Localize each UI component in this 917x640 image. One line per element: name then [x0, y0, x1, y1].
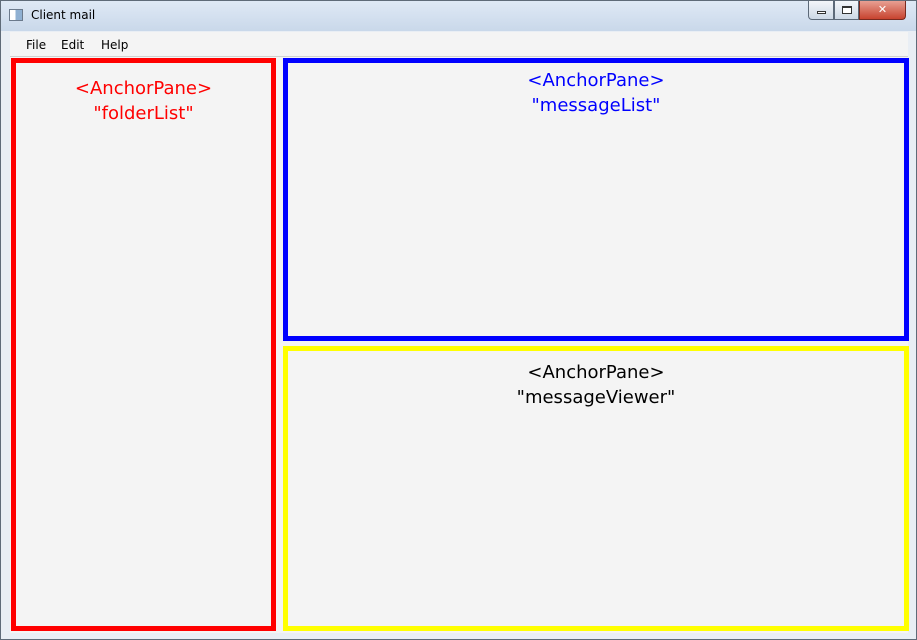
menu-bar: File Edit Help: [10, 32, 908, 57]
menu-edit[interactable]: Edit: [61, 38, 85, 52]
minimize-icon: [817, 11, 826, 14]
message-list-type-label: <AnchorPane>: [527, 70, 665, 91]
minimize-button[interactable]: [808, 1, 834, 20]
message-list-id-label: "messageList": [531, 95, 661, 116]
folder-list-pane[interactable]: <AnchorPane> "folderList": [11, 58, 276, 631]
message-viewer-pane[interactable]: <AnchorPane> "messageViewer": [283, 346, 909, 631]
menu-file[interactable]: File: [26, 38, 47, 52]
message-viewer-type-label: <AnchorPane>: [527, 362, 665, 383]
message-list-pane[interactable]: <AnchorPane> "messageList": [283, 58, 909, 341]
folder-list-type-label: <AnchorPane>: [74, 78, 213, 99]
close-icon: ✕: [877, 3, 888, 16]
window-controls: ✕: [808, 1, 908, 21]
title-bar[interactable]: Client mail ✕: [1, 1, 916, 31]
folder-list-id-label: "folderList": [93, 103, 194, 124]
message-viewer-id-label: "messageViewer": [516, 387, 676, 408]
maximize-button[interactable]: [834, 1, 859, 20]
menu-help[interactable]: Help: [101, 38, 129, 52]
app-window-icon[interactable]: [9, 9, 23, 21]
window-title: Client mail: [31, 8, 96, 22]
maximize-icon: [842, 6, 852, 14]
close-button[interactable]: ✕: [859, 1, 906, 20]
main-content: <AnchorPane> "folderList" <AnchorPane> "…: [10, 57, 909, 633]
